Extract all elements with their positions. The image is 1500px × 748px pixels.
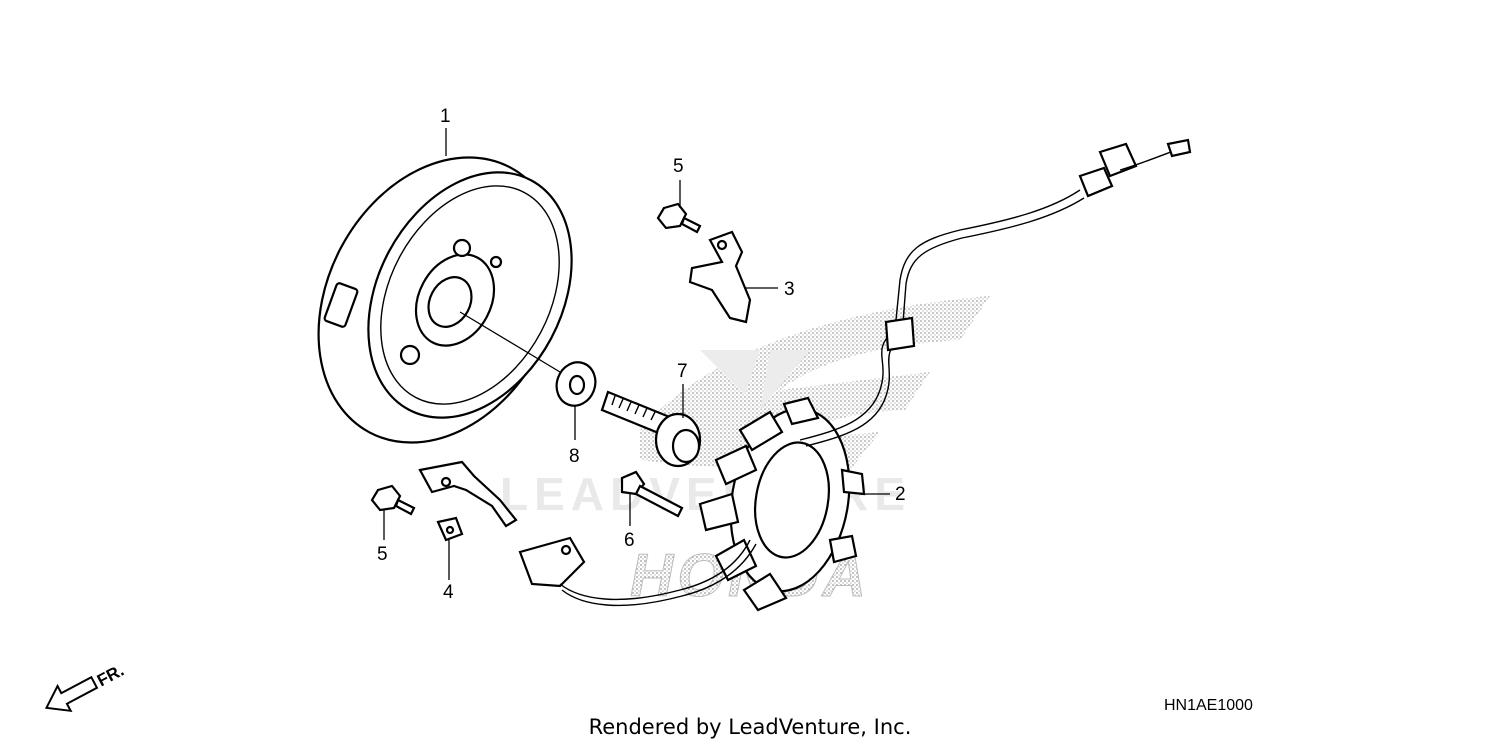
watermark-logo-icon [700, 350, 810, 410]
pulser-clamp[interactable] [418, 460, 518, 542]
callout-4[interactable]: 4 [443, 582, 454, 603]
footer-credit: Rendered by LeadVenture, Inc. [588, 715, 912, 739]
callout-3[interactable]: 3 [784, 279, 795, 300]
stator-bolt[interactable] [620, 470, 684, 518]
flange-bolt-upper[interactable] [656, 202, 702, 234]
callout-7[interactable]: 7 [677, 361, 688, 382]
flange-bolt-lower[interactable] [370, 484, 416, 516]
wire-clamp-upper[interactable] [688, 230, 752, 324]
callout-1[interactable]: 1 [440, 106, 451, 127]
callout-8[interactable]: 8 [569, 446, 580, 467]
callout-6[interactable]: 6 [624, 530, 635, 551]
pulser-generator[interactable] [518, 536, 757, 607]
front-label: FR. [94, 661, 127, 691]
callout-5-lower[interactable]: 5 [377, 544, 388, 565]
flywheel-bolt[interactable] [600, 390, 702, 468]
stator-wire-harness[interactable] [799, 138, 1192, 447]
callout-5-upper[interactable]: 5 [673, 156, 684, 177]
front-arrow-icon: FR. [44, 661, 127, 713]
diagram-code: HN1AE1000 [1164, 697, 1253, 714]
washer[interactable] [551, 357, 602, 411]
leader-lines [383, 128, 890, 580]
stator[interactable] [698, 396, 866, 612]
callout-2[interactable]: 2 [895, 484, 906, 505]
flywheel[interactable] [271, 115, 613, 485]
